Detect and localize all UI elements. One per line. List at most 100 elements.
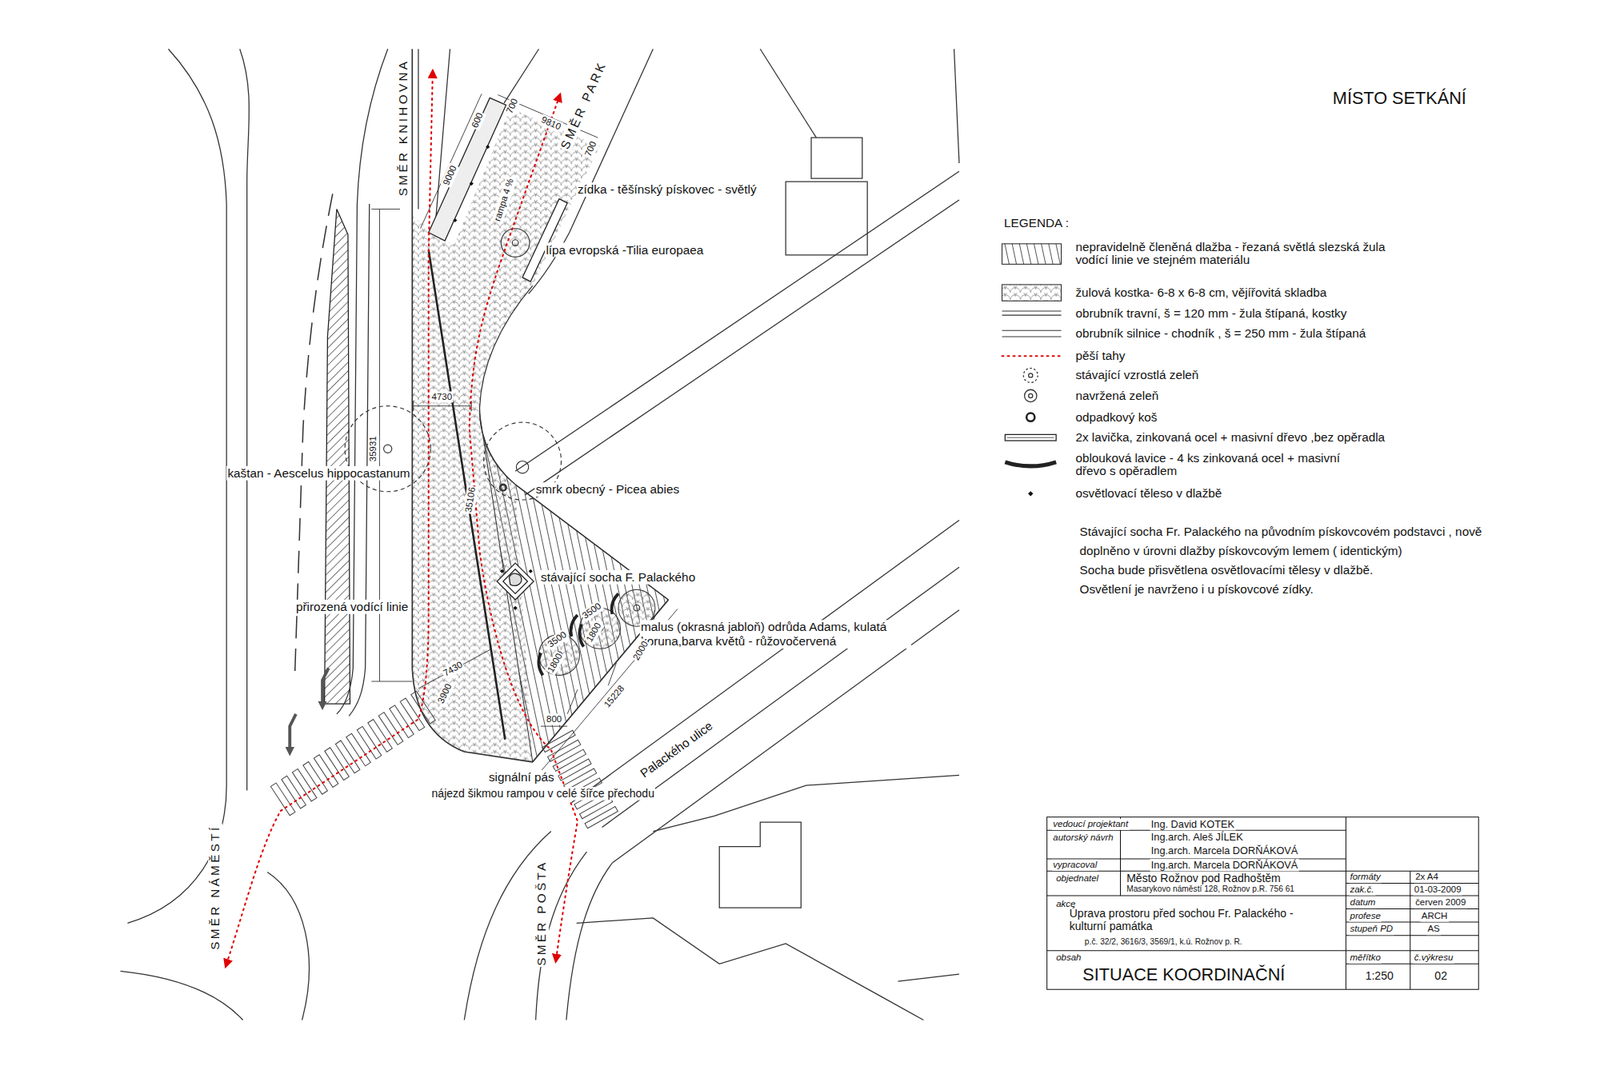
- title-block-cell: datum: [1348, 897, 1376, 909]
- road-lines: [504, 48, 539, 104]
- paving: [479, 413, 668, 763]
- zebra-crossing: [378, 712, 404, 746]
- title-block-cell: 2x A4: [1414, 872, 1440, 884]
- legend-sample: [1028, 491, 1033, 496]
- road-lines: [267, 872, 309, 1021]
- road-lines: [612, 610, 960, 864]
- lights: [452, 218, 457, 223]
- zebra-crossing: [400, 698, 424, 732]
- drawing-title: MÍSTO SETKÁNÍ: [1332, 88, 1468, 110]
- dimension-value: 3900: [435, 681, 455, 707]
- title-block-cell: č.výkresu: [1413, 952, 1455, 964]
- plan-label: kaštan - Aescelus hippocastanum: [226, 466, 412, 481]
- title-block-cell: vypracoval: [1052, 860, 1098, 872]
- road-lines: [479, 285, 532, 485]
- zebra-crossing: [579, 797, 612, 820]
- legend-text: oblouková lavice - 4 ks zinkovaná ocel +…: [1074, 452, 1352, 479]
- dimension-value: 3500: [579, 600, 604, 622]
- road-lines: [897, 974, 960, 982]
- road-lines: [348, 204, 370, 716]
- zebra-crossing: [389, 705, 414, 739]
- title-block-frame: [1047, 817, 1480, 991]
- title-block-cell: měřítko: [1348, 952, 1382, 964]
- zebra-crossing: [281, 776, 306, 809]
- plan-label: SMĚR KNIHOVNA: [396, 57, 411, 197]
- title-block-cell: 02: [1433, 969, 1448, 984]
- statue: [503, 569, 528, 595]
- road-lines: [240, 48, 250, 791]
- zebra-crossing: [346, 733, 371, 767]
- note-text: Stávající socha Fr. Palackého na původní…: [1078, 522, 1489, 561]
- dimension-value: 600: [468, 110, 486, 131]
- title-block-cell: Masarykovo náměstí 128, Rožnov p.R. 756 …: [1125, 884, 1296, 895]
- trees: [633, 604, 640, 612]
- plan-label: stávající socha F. Palackého: [540, 570, 697, 585]
- legend-sample: [1002, 311, 1062, 316]
- title-block-cell: 01-03-2009: [1413, 884, 1463, 896]
- legend-sample: [1002, 330, 1062, 337]
- plan-label: SMĚR NÁMĚSTÍ: [208, 824, 223, 952]
- legend-text: stávající vzrostlá zeleň: [1074, 368, 1200, 383]
- lights: [485, 144, 490, 149]
- title-block-cell: formáty: [1348, 872, 1382, 884]
- dimension-lines: [418, 648, 492, 689]
- paving: [324, 108, 669, 763]
- lights: [500, 569, 504, 574]
- trees: [500, 484, 507, 492]
- legend-sample: [1002, 311, 1062, 316]
- plan-label: signální pás: [488, 770, 556, 785]
- road-lines: [760, 48, 816, 138]
- legend-text: navržená zeleň: [1074, 388, 1160, 404]
- title-block-cell: Město Rožnov pod Radhoštěm: [1125, 872, 1282, 886]
- statue: [508, 573, 521, 586]
- road-lines: [464, 832, 551, 1021]
- plan-label: smrk obecný - Picea abies: [534, 482, 680, 497]
- legend-sample: [1002, 355, 1062, 357]
- wall-and-benches: [570, 615, 577, 637]
- note-text: Osvětlení je navrženo i u pískovcové zíd…: [1078, 582, 1315, 597]
- dimension-value: 700: [504, 96, 521, 116]
- title-block-cell: Ing.arch. Aleš JÍLEK: [1150, 832, 1244, 844]
- road-lines: [417, 48, 419, 209]
- dimension-value: 35931: [368, 435, 380, 463]
- legend-sample: [1004, 462, 1056, 467]
- title-block-cell: ARCH: [1420, 911, 1449, 923]
- zebra-crossing: [270, 691, 436, 816]
- road-lines: [336, 204, 358, 715]
- dimension-value: 9810: [538, 113, 564, 133]
- legend-sample: [1028, 393, 1033, 398]
- dimension-value: 1800: [544, 651, 566, 676]
- legend-sample: [1002, 284, 1062, 301]
- legend-sample: [1023, 368, 1038, 383]
- road-lines: [719, 822, 801, 908]
- legend-sample: [1026, 413, 1035, 422]
- dimension-value: 3500: [544, 628, 570, 651]
- plan-label: přirozená vodící linie: [295, 600, 410, 615]
- plan-label: malus (okrasná jabloň) odrůda Adams, kul…: [640, 620, 912, 649]
- title-block-cell: profese: [1348, 911, 1382, 923]
- dimension-value: 800: [545, 713, 564, 725]
- dimension-lines: [420, 93, 483, 228]
- road-lines: [120, 48, 960, 1020]
- legend-sample: [1007, 437, 1055, 439]
- trees: [384, 444, 392, 453]
- zebra-crossing: [356, 726, 381, 760]
- road-lines: [954, 48, 960, 164]
- zebra-crossings: [270, 691, 618, 829]
- legend-sample: [1004, 434, 1056, 441]
- road-lines: [127, 48, 227, 924]
- title-block-cell: SITUACE KOORDINAČNÍ: [1081, 965, 1287, 987]
- legend-sample: [1002, 244, 1062, 265]
- legend-text: osvětlovací těleso v dlažbě: [1074, 486, 1223, 501]
- title-block-cell: vedoucí projektant: [1052, 819, 1129, 831]
- plan-label: SMĚR PARK: [557, 57, 611, 152]
- lights: [469, 181, 474, 186]
- zebra-crossing: [542, 730, 576, 752]
- plan-label: Palackého ulice: [636, 718, 716, 782]
- wall-and-benches: [579, 624, 584, 648]
- road-lines: [120, 971, 244, 1020]
- title-block-cell: autorský návrh: [1052, 832, 1115, 844]
- guide-line: [428, 250, 506, 740]
- legend-text: obrubník silnice - chodník , š = 250 mm …: [1074, 326, 1367, 341]
